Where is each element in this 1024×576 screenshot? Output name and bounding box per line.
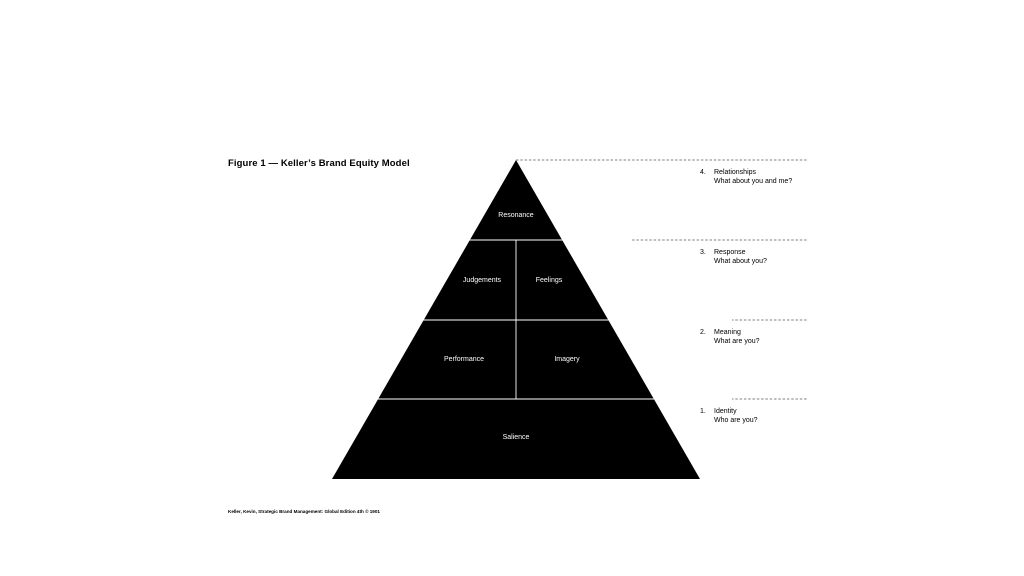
level-question: What about you? xyxy=(714,258,767,265)
level-number: 2. xyxy=(700,329,706,336)
level-number: 4. xyxy=(700,169,706,176)
level-number: 1. xyxy=(700,408,706,415)
level-question: What about you and me? xyxy=(714,178,793,185)
level-title: Identity xyxy=(714,408,737,415)
source-caption: Keller, Kevin, Strategic Brand Managemen… xyxy=(228,509,380,514)
level-identity: 1. Identity Who are you? xyxy=(700,407,758,425)
segment-feelings: Feelings xyxy=(536,277,563,284)
segment-imagery: Imagery xyxy=(554,356,580,363)
segment-resonance: Resonance xyxy=(498,212,534,219)
level-number: 3. xyxy=(700,249,706,256)
level-title: Relationships xyxy=(714,169,757,176)
level-response: 3. Response What about you? xyxy=(700,248,767,266)
figure-title: Figure 1 — Keller’s Brand Equity Model xyxy=(228,158,410,169)
level-title: Response xyxy=(714,249,746,256)
segment-salience: Salience xyxy=(503,434,530,441)
segment-performance: Performance xyxy=(444,356,484,363)
segment-judgements: Judgements xyxy=(463,277,502,284)
level-title: Meaning xyxy=(714,329,741,336)
level-question: Who are you? xyxy=(714,417,758,424)
level-relationships: 4. Relationships What about you and me? xyxy=(700,168,792,186)
level-meaning: 2. Meaning What are you? xyxy=(700,328,760,346)
level-question: What are you? xyxy=(714,338,760,345)
